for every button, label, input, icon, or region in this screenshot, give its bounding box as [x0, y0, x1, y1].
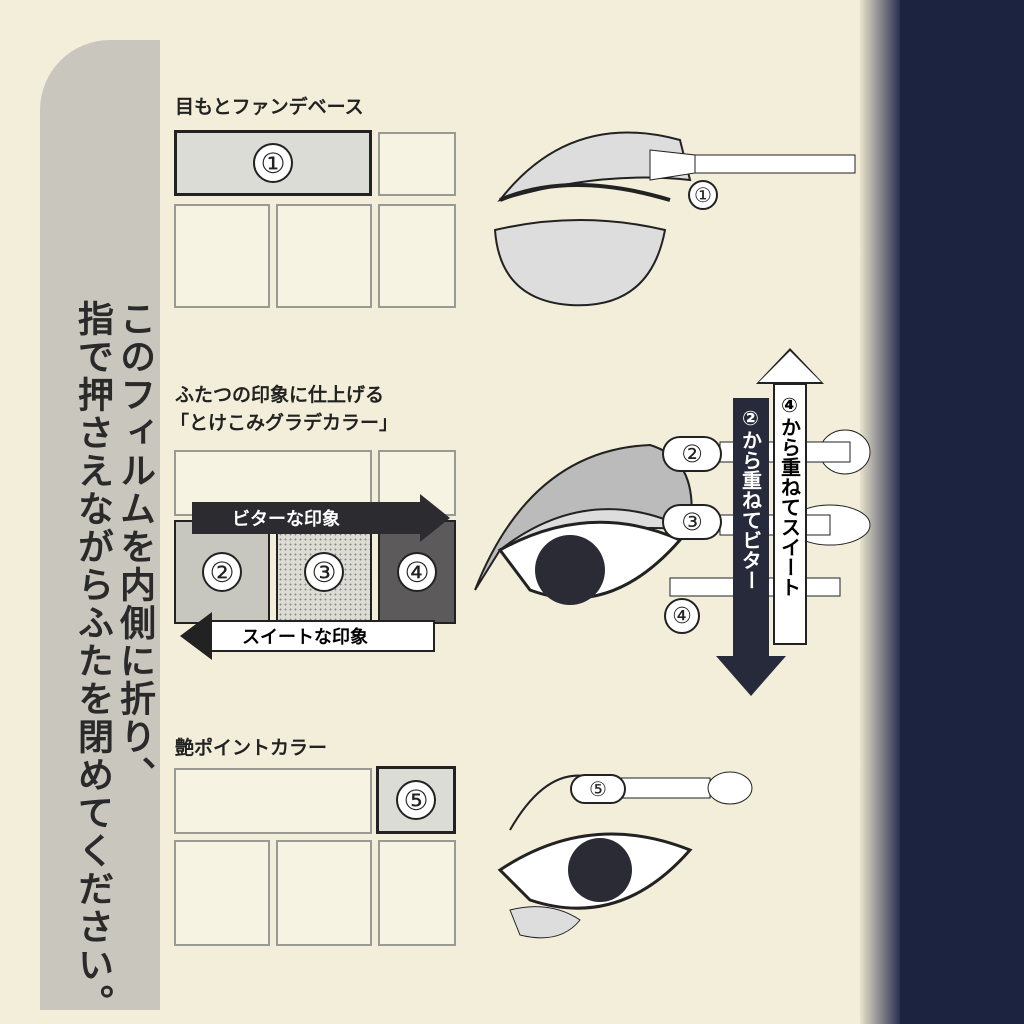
- number-badge: ⑤: [396, 780, 436, 820]
- section2-title-line2: 「とけこみグラデカラー」: [170, 412, 399, 434]
- pan: [276, 840, 372, 946]
- palette-case-edge: [860, 0, 900, 1024]
- number-badge: ③: [304, 552, 344, 592]
- sweet-arrow: スイートな印象: [210, 620, 435, 652]
- bitter-vertical-arrowhead: [716, 656, 786, 696]
- side-note-line2: 指で押さえながらふたを閉めてください。: [72, 300, 113, 1022]
- brush-number-badge: ①: [688, 180, 718, 210]
- bitter-arrowhead: [420, 494, 450, 542]
- pan-5: ⑤: [376, 766, 456, 834]
- pan: [174, 204, 270, 308]
- brush-number-badge: ④: [664, 598, 700, 634]
- eye-illustration-3: [497, 771, 753, 939]
- sweet-arrowhead: [180, 612, 212, 660]
- side-note-line1: このフィルムを内側に折り、: [114, 300, 155, 794]
- pan: [174, 768, 372, 834]
- pan-2: ②: [174, 520, 270, 624]
- number-badge: ④: [397, 552, 437, 592]
- number-badge: ②: [202, 552, 242, 592]
- pan: [378, 204, 456, 308]
- pan-1: ①: [174, 130, 372, 196]
- section3-title: 艶ポイントカラー: [175, 737, 328, 759]
- pan: [174, 840, 270, 946]
- pan: [276, 204, 372, 308]
- bitter-vertical-arrow: ②から重ねてビター: [733, 398, 769, 656]
- brush-number-badge: ②: [662, 436, 722, 472]
- bitter-label: ビターな印象: [232, 509, 340, 530]
- bitter-arrow: ビターな印象: [192, 502, 422, 534]
- pan-3: ③: [276, 520, 372, 624]
- fold-tab: [40, 40, 160, 1010]
- arrowhead-fill: [759, 351, 821, 382]
- number-badge: ①: [253, 143, 293, 183]
- pan: [378, 132, 456, 196]
- eye-illustration-1: [493, 131, 856, 307]
- section2-title-line1: ふたつの印象に仕上げる: [175, 384, 385, 406]
- sweet-label: スイートな印象: [242, 627, 368, 648]
- brush-number-badge: ③: [662, 504, 722, 540]
- eye-illustration-2: [474, 443, 693, 605]
- section1-title: 目もとファンデベース: [175, 96, 364, 118]
- sweet-vertical-arrow: ④から重ねてスイート: [773, 383, 807, 645]
- pan: [378, 840, 456, 946]
- brush-number-badge: ⑤: [570, 774, 626, 804]
